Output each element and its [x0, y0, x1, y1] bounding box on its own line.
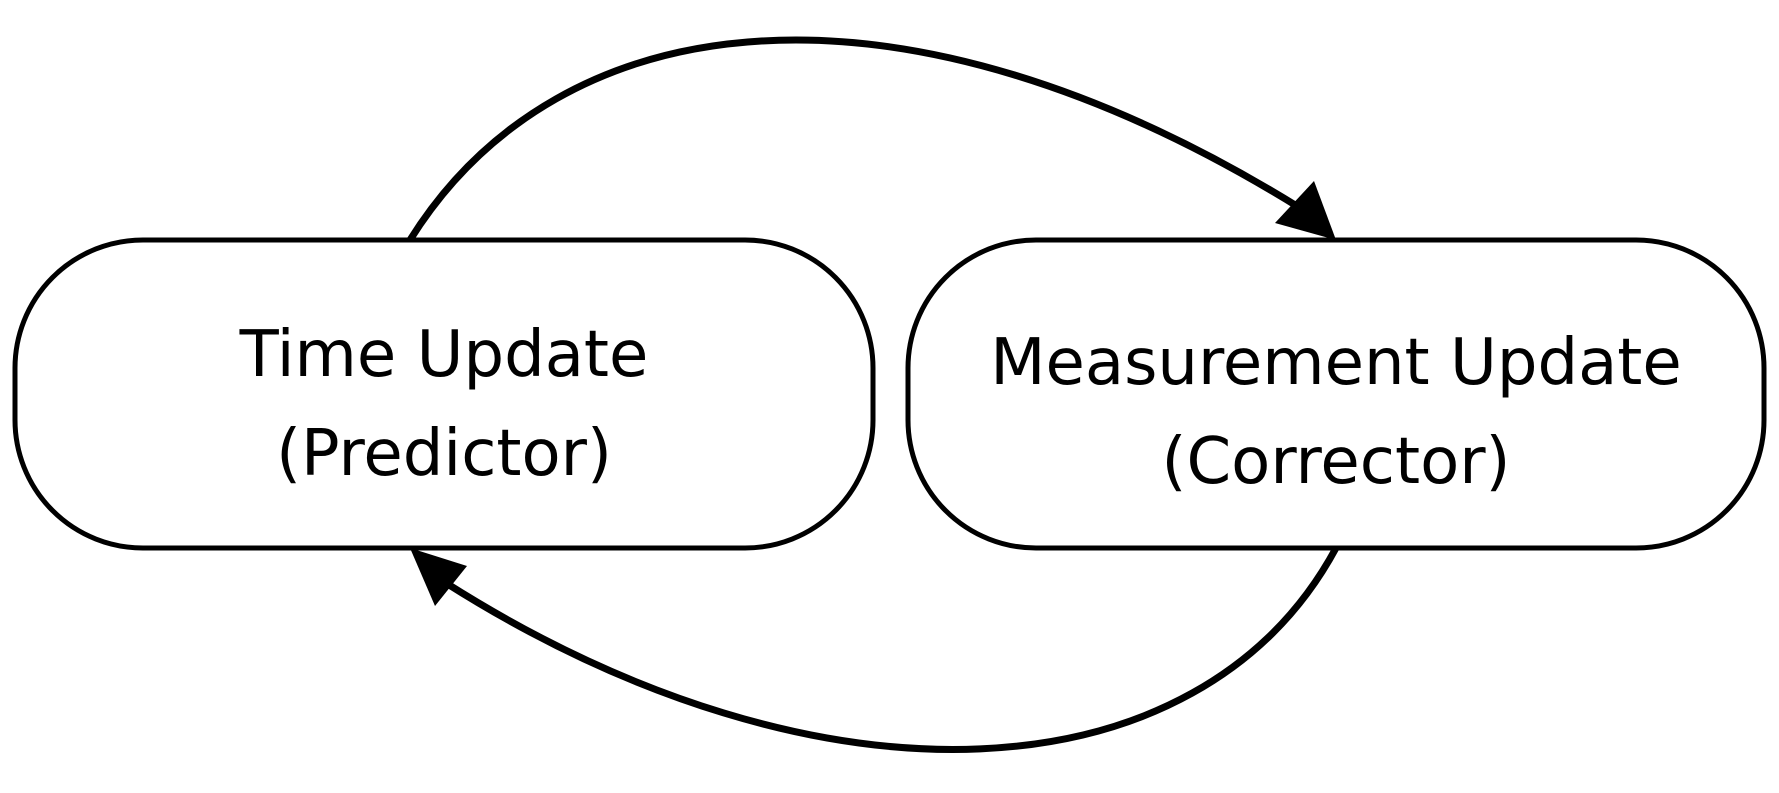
arrowhead-to-measurement-update	[1275, 181, 1336, 240]
measurement-update-subtitle: (Corrector)	[1162, 425, 1511, 499]
arrowhead-to-time-update	[410, 548, 467, 606]
time-update-subtitle: (Predictor)	[276, 417, 612, 491]
node-time-update: Time Update (Predictor)	[12, 237, 876, 551]
measurement-update-title: Measurement Update	[990, 326, 1682, 400]
edge-measurement-to-time	[444, 546, 1340, 753]
node-measurement-update: Measurement Update (Corrector)	[905, 237, 1767, 551]
time-update-title: Time Update	[239, 318, 649, 392]
time-update-box	[12, 237, 876, 551]
edge-time-to-measurement	[407, 36, 1302, 242]
measurement-update-box	[905, 237, 1767, 551]
